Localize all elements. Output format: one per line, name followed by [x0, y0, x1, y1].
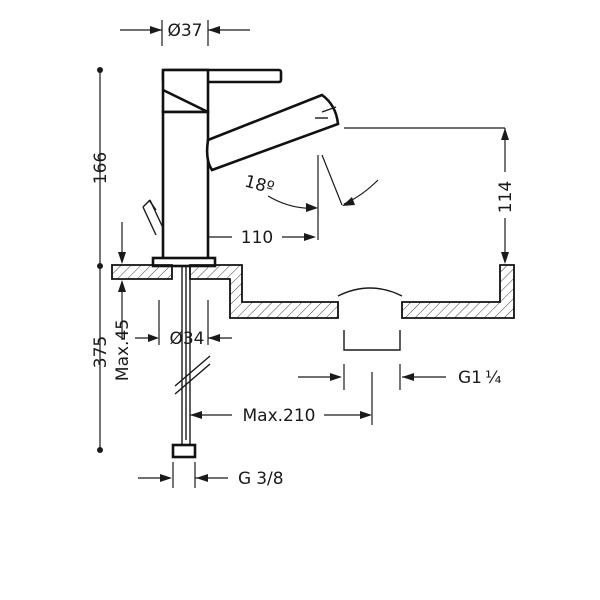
- dim-mount-diameter: Ø34: [135, 300, 232, 349]
- label-overall-length: 375: [91, 336, 111, 368]
- label-mount-diameter: Ø34: [169, 329, 204, 349]
- dim-hose-length: Max.210: [190, 372, 373, 426]
- label-swivel-angle: 18º: [242, 172, 276, 199]
- dim-spout-reach: 110: [208, 228, 316, 248]
- label-max-deck: Max.45: [113, 319, 133, 381]
- label-height-total: 166: [91, 152, 111, 184]
- label-spout-reach: 110: [241, 228, 273, 248]
- dim-top-diameter: Ø37: [120, 20, 250, 46]
- label-top-diameter: Ø37: [167, 21, 202, 41]
- drain: [337, 287, 403, 351]
- faucet-spout: [205, 93, 340, 172]
- supply-hose: [171, 266, 211, 459]
- label-spout-height: 114: [496, 181, 516, 213]
- basin-section: [111, 264, 515, 319]
- label-hose-length: Max.210: [243, 406, 316, 426]
- dim-spout-height: 114: [344, 127, 516, 264]
- faucet-lever: [161, 68, 283, 114]
- dim-left-vertical: 166 375: [91, 67, 111, 453]
- popup-rod: [142, 199, 164, 236]
- dim-max-deck: Max.45: [113, 222, 133, 381]
- faucet-body: [151, 110, 217, 268]
